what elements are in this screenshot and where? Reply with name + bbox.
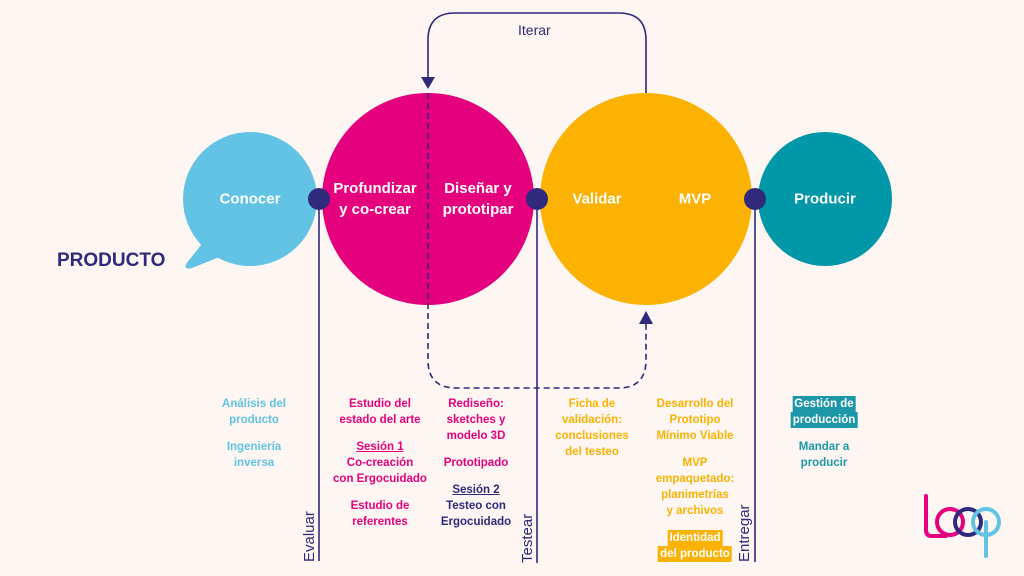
column-validar: Ficha de validación: conclusiones del te…	[555, 396, 629, 471]
iterar-loop-path	[427, 12, 647, 300]
list-item: Desarrollo del Prototipo Mínimo Viable	[656, 398, 734, 442]
column-producir: Gestión de producción Mandar a producir	[790, 396, 858, 482]
milestone-evaluar: Evaluar	[301, 511, 318, 562]
stage-label-disenar: Diseñar y prototipar	[442, 180, 514, 218]
loop-logo	[924, 494, 1001, 558]
list-item: Mandar a producir	[798, 441, 850, 469]
list-item: Ingeniería inversa	[226, 441, 282, 469]
column-conocer: Análisis del producto Ingeniería inversa	[222, 396, 286, 482]
list-item: Estudio del estado del arte	[339, 398, 421, 426]
list-item: Sesión 1 Co-creación con Ergocuidado	[333, 441, 427, 485]
highlight-gestion: Gestión de producción	[790, 396, 858, 428]
column-disenar: Rediseño: sketches y modelo 3D Prototipa…	[441, 396, 511, 541]
list-item: Sesión 2 Testeo con Ergocuidado	[440, 484, 512, 528]
stage-label-profundizar: Profundizar y co-crear	[333, 180, 417, 218]
validar-mvp-circle	[540, 93, 752, 305]
milestone-entregar: Entregar	[736, 504, 753, 562]
list-item: Prototipado	[443, 457, 509, 469]
stage-label-conocer: Conocer	[219, 190, 281, 208]
highlight-identidad: Identidad del producto	[658, 530, 732, 562]
producir-circle	[758, 132, 892, 266]
page-title: PRODUCTO	[57, 250, 166, 271]
list-item: Rediseño: sketches y modelo 3D	[446, 398, 506, 442]
list-item: MVP empaquetado: planimetrías y archivos	[655, 457, 735, 517]
list-item: Ficha de validación: conclusiones del te…	[555, 398, 629, 458]
testear-dot	[526, 188, 548, 210]
session-heading: Sesión 1	[356, 441, 404, 453]
stage-label-producir: Producir	[794, 190, 856, 208]
entregar-dot	[744, 188, 766, 210]
conocer-bubble	[183, 132, 317, 269]
list-item: Estudio de referentes	[350, 500, 410, 528]
stage-label-mvp: MVP	[678, 190, 712, 208]
stage-label-validar: Validar	[572, 190, 622, 208]
column-profundizar: Estudio del estado del arte Sesión 1 Co-…	[333, 396, 427, 541]
iterar-arrowhead-icon	[421, 77, 435, 89]
list-item: Análisis del producto	[222, 398, 286, 426]
dashed-arrowhead-icon	[639, 311, 653, 324]
column-mvp: Desarrollo del Prototipo Mínimo Viable M…	[655, 396, 735, 573]
evaluar-dot	[308, 188, 330, 210]
session-heading: Sesión 2	[452, 484, 500, 496]
iterar-label: Iterar	[518, 22, 551, 38]
milestone-testear: Testear	[519, 513, 536, 563]
